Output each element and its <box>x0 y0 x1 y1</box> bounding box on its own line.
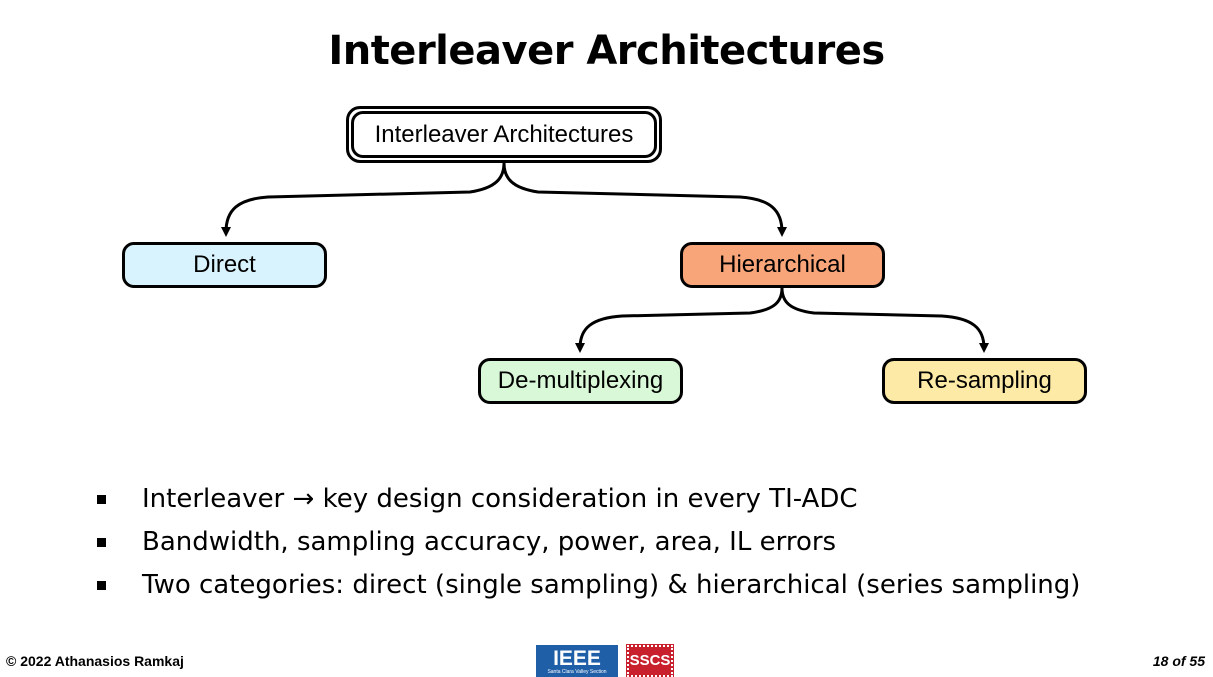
root-node-border <box>346 106 662 163</box>
bullet-list: Interleaver → key design consideration i… <box>94 478 1080 607</box>
ieee-logo-text: IEEE <box>553 647 601 670</box>
sscs-logo: SSCS <box>626 644 674 677</box>
node-demultiplexing: De-multiplexing <box>478 358 683 404</box>
slide-title: Interleaver Architectures <box>328 28 885 74</box>
connector-hier-resamp <box>780 287 989 353</box>
bullet-text: Bandwidth, sampling accuracy, power, are… <box>142 527 837 557</box>
ieee-logo-subtext: Santa Clara Valley Section <box>547 669 607 675</box>
bullet-item: Two categories: direct (single sampling)… <box>94 564 1080 607</box>
ieee-logo: IEEE Santa Clara Valley Section <box>536 645 618 677</box>
node-interleaver-architectures: Interleaver Architectures <box>351 111 657 158</box>
connector-root-hierarchical <box>502 162 787 237</box>
node-direct: Direct <box>122 242 327 288</box>
bullet-item: Bandwidth, sampling accuracy, power, are… <box>94 521 1080 564</box>
node-hierarchical: Hierarchical <box>680 242 885 288</box>
bullet-square-icon <box>97 495 106 504</box>
node-resampling: Re-sampling <box>882 358 1087 404</box>
bullet-text: Two categories: direct (single sampling)… <box>142 570 1081 600</box>
bullet-item: Interleaver → key design consideration i… <box>94 478 1080 521</box>
bullet-text: Interleaver → key design consideration i… <box>142 484 858 514</box>
footer-copyright: © 2022 Athanasios Ramkaj <box>6 653 184 669</box>
connector-root-direct <box>221 162 506 237</box>
bullet-square-icon <box>97 538 106 547</box>
bullet-square-icon <box>97 581 106 590</box>
connector-hier-demux <box>575 287 784 353</box>
page-number: 18 of 55 <box>1152 653 1205 669</box>
